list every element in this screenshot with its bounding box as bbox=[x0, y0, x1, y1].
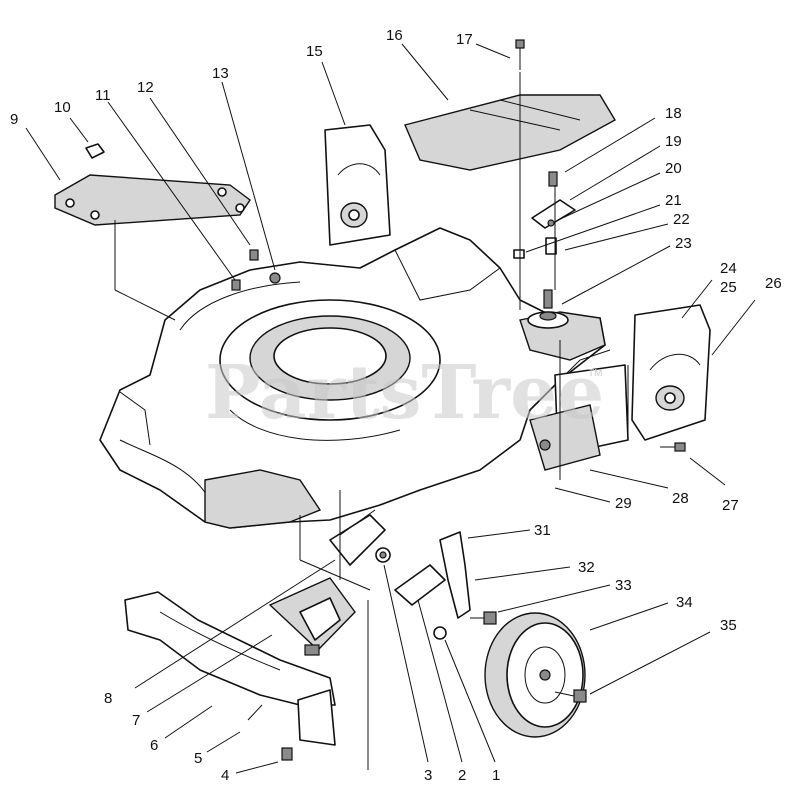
discharge-chute bbox=[268, 577, 356, 656]
engine-cover bbox=[404, 94, 616, 171]
callout-11: 11 bbox=[95, 87, 111, 104]
wheel-bracket bbox=[439, 531, 471, 619]
square-nut bbox=[85, 143, 105, 159]
callout-34: 34 bbox=[676, 594, 693, 611]
callout-20: 20 bbox=[665, 160, 682, 177]
leader-lines bbox=[25, 43, 756, 774]
callout-6: 6 bbox=[150, 737, 158, 754]
callout-28: 28 bbox=[672, 490, 689, 507]
wheel-bolt bbox=[470, 611, 497, 625]
callout-17: 17 bbox=[456, 31, 473, 48]
callout-12: 12 bbox=[137, 79, 154, 96]
callout-2: 2 bbox=[458, 767, 466, 784]
bolt-11 bbox=[231, 279, 241, 291]
callout-24: 24 bbox=[720, 260, 737, 277]
wheel bbox=[484, 612, 586, 738]
mower-deck bbox=[99, 227, 611, 529]
assembly-lines bbox=[114, 72, 629, 770]
pulley-23 bbox=[527, 289, 569, 329]
callout-25: 25 bbox=[720, 279, 737, 296]
callout-26: 26 bbox=[765, 275, 782, 292]
callout-10: 10 bbox=[54, 99, 71, 116]
wheel-bolt-35 bbox=[554, 689, 587, 703]
callout-19: 19 bbox=[665, 133, 682, 150]
nut-13 bbox=[269, 272, 281, 284]
callout-7: 7 bbox=[132, 712, 140, 729]
callout-27: 27 bbox=[722, 497, 739, 514]
screw-27 bbox=[660, 442, 686, 452]
axle-plate bbox=[394, 564, 446, 606]
rear-flap bbox=[529, 404, 601, 471]
callout-23: 23 bbox=[675, 235, 692, 252]
callout-8: 8 bbox=[104, 690, 112, 707]
bracket-19 bbox=[531, 199, 576, 229]
handle-bracket bbox=[54, 174, 251, 226]
washer-1 bbox=[433, 626, 447, 640]
callout-32: 32 bbox=[578, 559, 595, 576]
rear-shield bbox=[124, 591, 336, 746]
bolt-18 bbox=[548, 171, 558, 187]
washer-20 bbox=[547, 219, 555, 227]
watermark-tm: TM bbox=[588, 368, 602, 379]
watermark-text: PartsTree bbox=[205, 350, 604, 436]
callout-9: 9 bbox=[10, 111, 18, 128]
bolt-12 bbox=[249, 249, 259, 261]
nut-4 bbox=[281, 747, 293, 761]
callout-13: 13 bbox=[212, 65, 229, 82]
spacer-22 bbox=[545, 237, 557, 255]
screw-5 bbox=[247, 704, 263, 721]
callout-18: 18 bbox=[665, 105, 682, 122]
callout-16: 16 bbox=[386, 27, 403, 44]
callout-33: 33 bbox=[615, 577, 632, 594]
callout-22: 22 bbox=[673, 211, 690, 228]
long-bolt bbox=[515, 39, 525, 70]
callout-35: 35 bbox=[720, 617, 737, 634]
callout-21: 21 bbox=[665, 192, 682, 209]
callout-29: 29 bbox=[615, 495, 632, 512]
nut-29 bbox=[539, 439, 551, 451]
callout-3: 3 bbox=[424, 767, 432, 784]
height-adjuster-plate-left bbox=[324, 124, 391, 246]
nut-21 bbox=[513, 249, 525, 259]
callout-1: 1 bbox=[492, 767, 500, 784]
callout-labels: 9 10 11 12 13 15 16 17 18 19 20 21 22 23… bbox=[10, 27, 782, 784]
height-adjuster-plate-right bbox=[631, 304, 711, 441]
callout-5: 5 bbox=[194, 750, 202, 767]
callout-15: 15 bbox=[306, 43, 323, 60]
adjuster-lever bbox=[329, 509, 386, 566]
callout-4: 4 bbox=[221, 767, 229, 784]
callout-31: 31 bbox=[534, 522, 551, 539]
